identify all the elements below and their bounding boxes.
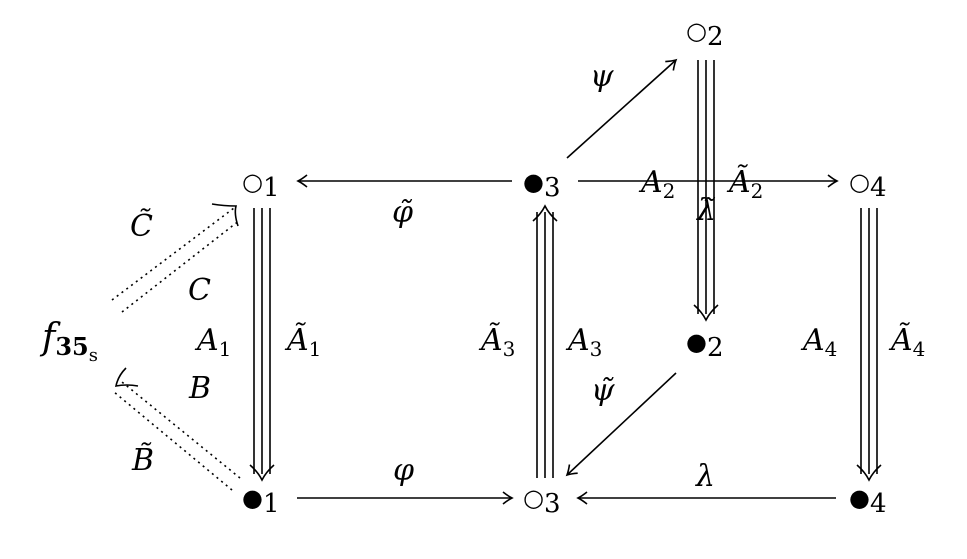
node-index: 3 bbox=[543, 173, 561, 203]
label-A2-tilde: Ã2 bbox=[729, 165, 764, 203]
label-phi-tilde: φ̃ bbox=[392, 195, 414, 230]
label-A2: A2 bbox=[641, 165, 676, 203]
arrow-psi bbox=[566, 58, 678, 159]
label-sub: 1 bbox=[308, 337, 322, 361]
node-index: 1 bbox=[262, 489, 280, 519]
label-A4-tilde: Ã4 bbox=[891, 323, 926, 361]
label-base: Ã bbox=[891, 323, 913, 358]
label-sub: 4 bbox=[912, 337, 926, 361]
label-psi-tilde: ψ̃ bbox=[591, 373, 615, 408]
label-base: A bbox=[568, 323, 590, 358]
dotted-arrow-B bbox=[113, 367, 241, 491]
label-sub: 4 bbox=[824, 337, 838, 361]
label-sub: 2 bbox=[750, 179, 764, 203]
dotted-arrow-C bbox=[111, 203, 241, 313]
label-base: A bbox=[641, 165, 663, 200]
node-index: 2 bbox=[706, 22, 724, 52]
double-arrow-lambda-tilde bbox=[693, 60, 719, 322]
node-f35s: f35s bbox=[42, 320, 98, 365]
label-B-tilde: B̃ bbox=[132, 443, 155, 478]
label-C: C bbox=[188, 273, 211, 308]
label-sub: 2 bbox=[662, 179, 676, 203]
label-sub: 3 bbox=[589, 337, 603, 361]
node-index: 4 bbox=[869, 173, 887, 203]
node-index: 1 bbox=[262, 173, 280, 203]
label-phi: φ bbox=[393, 453, 415, 488]
label-A1-tilde: Ã1 bbox=[287, 323, 322, 361]
filled-circle-icon: ● bbox=[849, 484, 870, 512]
node-o1: ○1 bbox=[242, 166, 280, 201]
label-A3-tilde: Ã3 bbox=[481, 323, 516, 361]
node-b1: ●1 bbox=[242, 482, 280, 517]
label-A1: A1 bbox=[197, 323, 232, 361]
label-A3: A3 bbox=[568, 323, 603, 361]
filled-circle-icon: ● bbox=[242, 484, 263, 512]
double-arrow-A4 bbox=[856, 208, 882, 482]
f-subsubscript: s bbox=[88, 345, 98, 366]
label-base: A bbox=[197, 323, 219, 358]
label-base: Ã bbox=[729, 165, 751, 200]
label-base: Ã bbox=[287, 323, 309, 358]
node-o4: ○4 bbox=[849, 166, 887, 201]
f-bold-subscript: 35 bbox=[55, 332, 89, 361]
label-sub: 3 bbox=[502, 337, 516, 361]
label-C-tilde: C̃ bbox=[130, 209, 153, 244]
open-circle-icon: ○ bbox=[523, 484, 544, 512]
label-lambda: λ bbox=[696, 459, 716, 494]
f-base: f bbox=[42, 317, 56, 358]
open-circle-icon: ○ bbox=[242, 168, 263, 196]
filled-circle-icon: ● bbox=[686, 328, 707, 356]
node-b3: ●3 bbox=[523, 166, 561, 201]
label-base: A bbox=[803, 323, 825, 358]
node-o3: ○3 bbox=[523, 482, 561, 517]
label-psi: ψ bbox=[590, 59, 614, 94]
double-arrow-A1 bbox=[249, 208, 275, 482]
node-index: 3 bbox=[543, 489, 561, 519]
open-circle-icon: ○ bbox=[849, 168, 870, 196]
node-b4: ●4 bbox=[849, 482, 887, 517]
label-A4: A4 bbox=[803, 323, 838, 361]
node-b2: ●2 bbox=[686, 326, 724, 361]
node-index: 4 bbox=[869, 489, 887, 519]
label-B: B bbox=[189, 371, 212, 406]
label-sub: 1 bbox=[218, 337, 232, 361]
node-o2: ○2 bbox=[686, 15, 724, 50]
label-lambda-tilde: λ̃ bbox=[697, 193, 717, 228]
arrow-psi-tilde bbox=[565, 372, 677, 477]
label-base: Ã bbox=[481, 323, 503, 358]
node-index: 2 bbox=[706, 333, 724, 363]
double-arrow-A3 bbox=[532, 204, 558, 478]
filled-circle-icon: ● bbox=[523, 168, 544, 196]
open-circle-icon: ○ bbox=[686, 17, 707, 45]
